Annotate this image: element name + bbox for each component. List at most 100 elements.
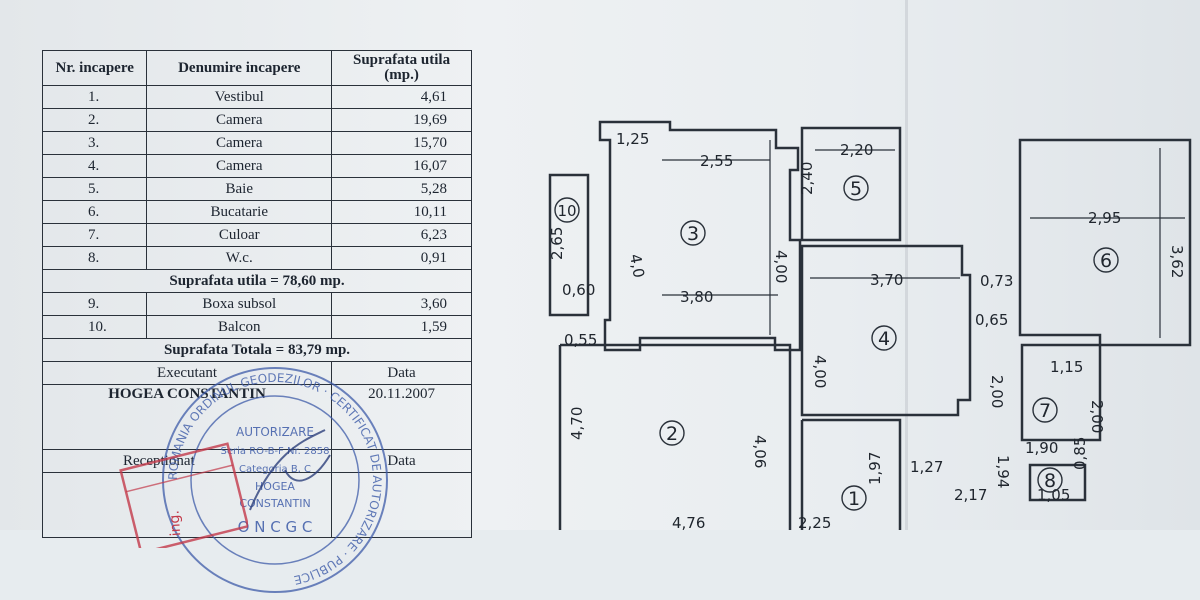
header-area: Suprafata utila (mp.): [331, 50, 472, 86]
room-number-4: 4: [878, 328, 890, 350]
dim-label: 1,97: [866, 452, 884, 485]
dim-label: 2,17: [954, 486, 987, 504]
room-numbers: 1 2 3 4 5 6 7 8 10: [557, 178, 1112, 510]
table-row: 9. Boxa subsol 3,60: [41, 292, 472, 316]
paper-fold: [905, 0, 908, 530]
dim-label: 4,70: [568, 407, 586, 440]
dim-label: 1,94: [994, 455, 1012, 488]
signature-mark: [249, 429, 331, 511]
row-name: Bucatarie: [146, 200, 333, 224]
dim-label: 0,60: [562, 281, 595, 299]
row-name: Camera: [146, 108, 333, 132]
stamp-line3: Categoria B, C: [239, 464, 311, 475]
table-row: 7. Culoar 6,23: [41, 223, 472, 247]
room-number-7: 7: [1039, 400, 1051, 422]
dim-label: 2,55: [700, 152, 733, 170]
row-nr: 10.: [41, 315, 148, 339]
room-number-circles: [554, 175, 1119, 511]
row-nr: 6.: [41, 200, 148, 224]
row-name: Baie: [146, 177, 333, 201]
executant-row: HOGEA CONSTANTIN 20.11.2007: [41, 384, 472, 450]
row-name: W.c.: [146, 246, 333, 270]
dim-label: 4,0: [626, 253, 648, 280]
dim-label: 1,27: [910, 458, 943, 476]
row-name: Camera: [146, 154, 333, 178]
row-area: 6,23: [331, 223, 472, 247]
dim-label: 2,00: [1088, 400, 1106, 433]
table-header-row: Nr. incapere Denumire incapere Suprafata…: [41, 50, 472, 86]
dim-label: 1,25: [616, 130, 649, 148]
row-nr: 2.: [41, 108, 148, 132]
row-area: 19,69: [331, 108, 472, 132]
dim-label: 2,00: [988, 375, 1006, 408]
row-area: 5,28: [331, 177, 472, 201]
total-row: Suprafata Totala = 83,79 mp.: [42, 338, 472, 362]
subtotal-row: Suprafata utila = 78,60 mp.: [42, 269, 472, 293]
executant-label-row: Executant Data: [41, 361, 472, 385]
date-label: Data: [331, 361, 472, 385]
row-area: 15,70: [331, 131, 472, 155]
room-number-5: 5: [850, 178, 862, 200]
executant-label: Executant: [41, 361, 333, 385]
dim-label: 0,55: [564, 331, 597, 349]
room-number-1: 1: [848, 488, 860, 510]
room-area-table: Nr. incapere Denumire incapere Suprafata…: [41, 50, 472, 538]
table-row: 10. Balcon 1,59: [41, 315, 472, 339]
row-nr: 9.: [41, 292, 148, 316]
stamp-line2: Seria RO-B-F Nr. 2858: [221, 446, 330, 457]
row-nr: 3.: [41, 131, 148, 155]
header-name: Denumire incapere: [146, 50, 333, 86]
dim-label: 3,70: [870, 271, 903, 289]
row-area: 0,91: [331, 246, 472, 270]
table-row: 2. Camera 19,69: [41, 108, 472, 132]
room-number-10: 10: [557, 202, 576, 220]
row-name: Boxa subsol: [146, 292, 333, 316]
dim-label: 2,20: [840, 141, 873, 159]
executant-name: HOGEA CONSTANTIN: [41, 384, 333, 450]
dim-label: 2,25: [798, 514, 831, 530]
dim-label: 4,00: [811, 355, 829, 388]
dim-label: 0,73: [980, 272, 1013, 290]
row-area: 4,61: [331, 85, 472, 109]
row-name: Camera: [146, 131, 333, 155]
stamp-line6: O N C G C: [238, 518, 313, 536]
row-area: 3,60: [331, 292, 472, 316]
row-area: 1,59: [331, 315, 472, 339]
dim-label: 4,76: [672, 514, 705, 530]
dim-label: 3,62: [1168, 245, 1186, 278]
dim-label: 0,65: [975, 311, 1008, 329]
room-number-6: 6: [1100, 250, 1112, 272]
red-stamp: ing.: [119, 442, 248, 548]
red-stamp-text: ing.: [167, 510, 185, 537]
walls: [548, 120, 1192, 530]
row-name: Balcon: [146, 315, 333, 339]
row-name: Culoar: [146, 223, 333, 247]
floor-plan: 1,25 2,55 2,20 2,40 4,00 4,0 2,65 0,60 3…: [548, 120, 1192, 530]
dim-label: 4,06: [751, 435, 769, 468]
room-number-8: 8: [1044, 470, 1056, 492]
table-row: 5. Baie 5,28: [41, 177, 472, 201]
dim-label: 2,95: [1088, 209, 1121, 227]
row-area: 16,07: [331, 154, 472, 178]
subtotal: Suprafata utila = 78,60 mp.: [42, 269, 472, 293]
executant-date: 20.11.2007: [331, 384, 472, 450]
dimension-lines: [662, 140, 1185, 338]
room-number-3: 3: [687, 223, 699, 245]
header-nr: Nr. incapere: [41, 50, 148, 86]
table-row: 4. Camera 16,07: [41, 154, 472, 178]
row-nr: 4.: [41, 154, 148, 178]
table-row: 1. Vestibul 4,61: [41, 85, 472, 109]
row-name: Vestibul: [146, 85, 333, 109]
stamp-line1: AUTORIZARE: [236, 425, 314, 439]
dim-label: 2,65: [548, 227, 566, 260]
stamp-line5: CONSTANTIN: [239, 497, 310, 510]
dim-label: 2,40: [798, 162, 816, 195]
table-row: 6. Bucatarie 10,11: [41, 200, 472, 224]
room-number-2: 2: [666, 423, 678, 445]
stamp-line4: HOGEA: [255, 480, 295, 493]
row-area: 10,11: [331, 200, 472, 224]
row-nr: 8.: [41, 246, 148, 270]
dim-label: 1,90: [1025, 439, 1058, 457]
blank-row: [41, 472, 472, 538]
dim-label: 0,85: [1071, 437, 1089, 470]
